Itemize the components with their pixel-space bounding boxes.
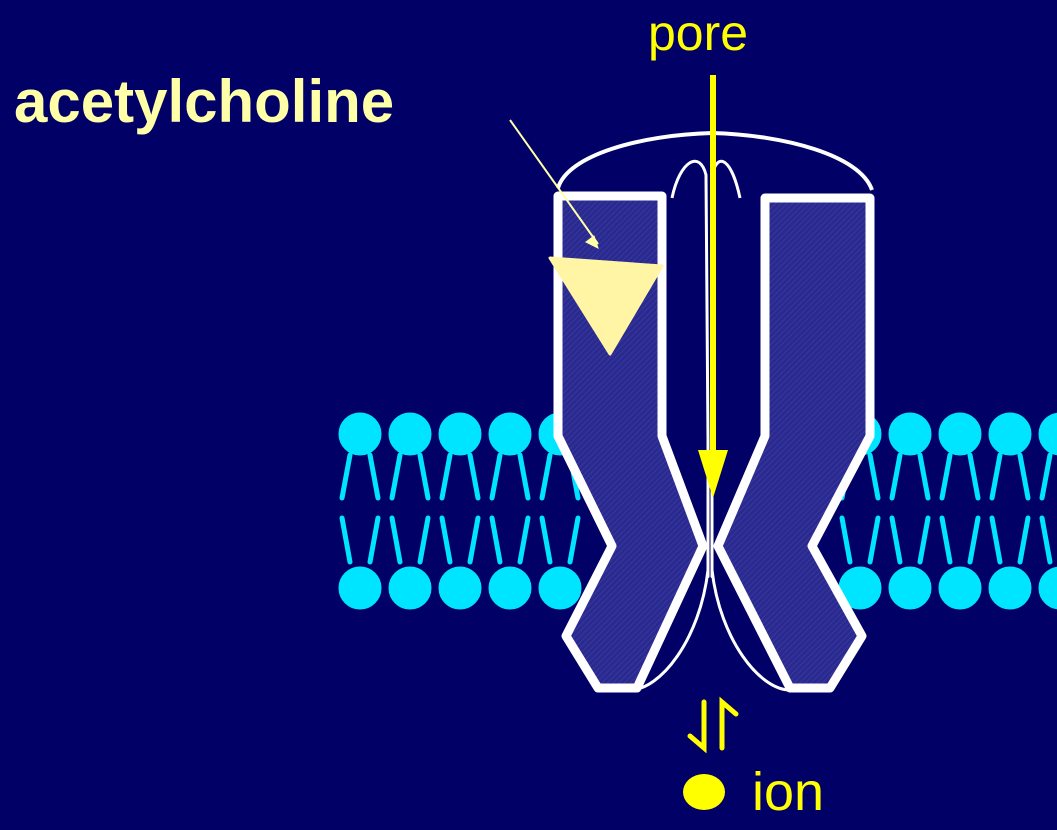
ion-label: ion [752,765,824,819]
ion-particle [683,774,725,810]
acetylcholine-label: acetylcholine [14,72,394,132]
pore-label: pore [648,8,748,58]
lipid-bilayer-left [339,413,581,609]
ion-flow-arrows [690,702,736,748]
receptor-subunit-right [718,198,870,688]
pore-arrow [698,75,728,498]
